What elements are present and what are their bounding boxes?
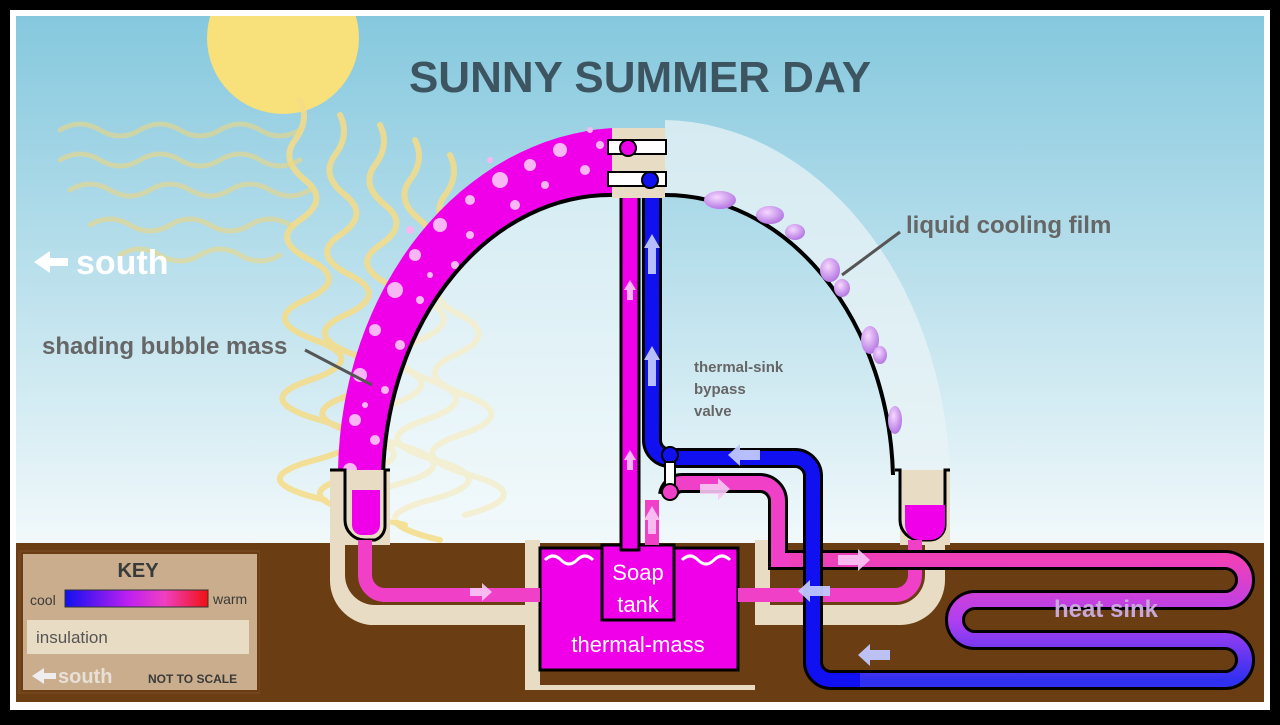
heat-sink-label: heat sink: [1054, 596, 1159, 623]
top-valve-icon: [619, 139, 637, 157]
key-gradient-bar: [64, 589, 209, 608]
flow-arrows-cool: [644, 234, 890, 666]
south-arrow-icon: [34, 251, 68, 273]
soap-tank-label-2: tank: [617, 592, 660, 617]
soap-waves: [543, 554, 732, 566]
soap-tank: [600, 543, 676, 622]
riser-pipe: [619, 178, 641, 552]
key-cool-label: cool: [30, 592, 56, 608]
bypass-valve-label-1: thermal-sink: [694, 359, 784, 376]
cooling-droplets: [704, 191, 902, 434]
sun-icon: [207, 16, 359, 114]
leader-cooling-film: [841, 230, 901, 277]
sun-rays-faint: [57, 121, 313, 264]
bottom-valve-icon: [641, 171, 659, 189]
key-south-arrow-icon: [32, 668, 56, 684]
shading-bubble-mass-label: shading bubble mass: [42, 333, 287, 360]
top-cap: [612, 128, 665, 198]
page-title: SUNNY SUMMER DAY: [409, 53, 871, 102]
bypass-valve-label-2: bypass: [694, 381, 746, 398]
heat-sink-pipe: [780, 553, 1252, 687]
key-not-to-scale: NOT TO SCALE: [148, 672, 237, 686]
bubbles: [343, 127, 604, 495]
thermal-mass-label: thermal-mass: [571, 632, 704, 657]
bypass-valve-label-3: valve: [694, 403, 732, 420]
leader-bubble-mass: [304, 348, 373, 387]
key-south-label: south: [58, 666, 112, 688]
cool-return-pipe: [645, 180, 860, 687]
dome-outline-left: [381, 192, 613, 476]
key-warm-label: warm: [212, 591, 247, 607]
dome-interior-left: [360, 189, 620, 520]
base-pipe-right: [738, 540, 922, 602]
soap-tank-label-1: Soap: [612, 560, 663, 585]
bypass-valve-icon: [661, 446, 679, 501]
south-label: south: [76, 244, 169, 282]
key-insulation-label: insulation: [36, 628, 108, 647]
flow-arrows: [470, 280, 870, 601]
key-title: KEY: [117, 560, 159, 582]
key-insulation-swatch: [27, 620, 249, 654]
key-panel: KEY cool warm insulation south NOT TO SC…: [18, 550, 260, 694]
base-pipe-left: [358, 540, 540, 602]
liquid-cooling-film-label: liquid cooling film: [906, 212, 1111, 239]
